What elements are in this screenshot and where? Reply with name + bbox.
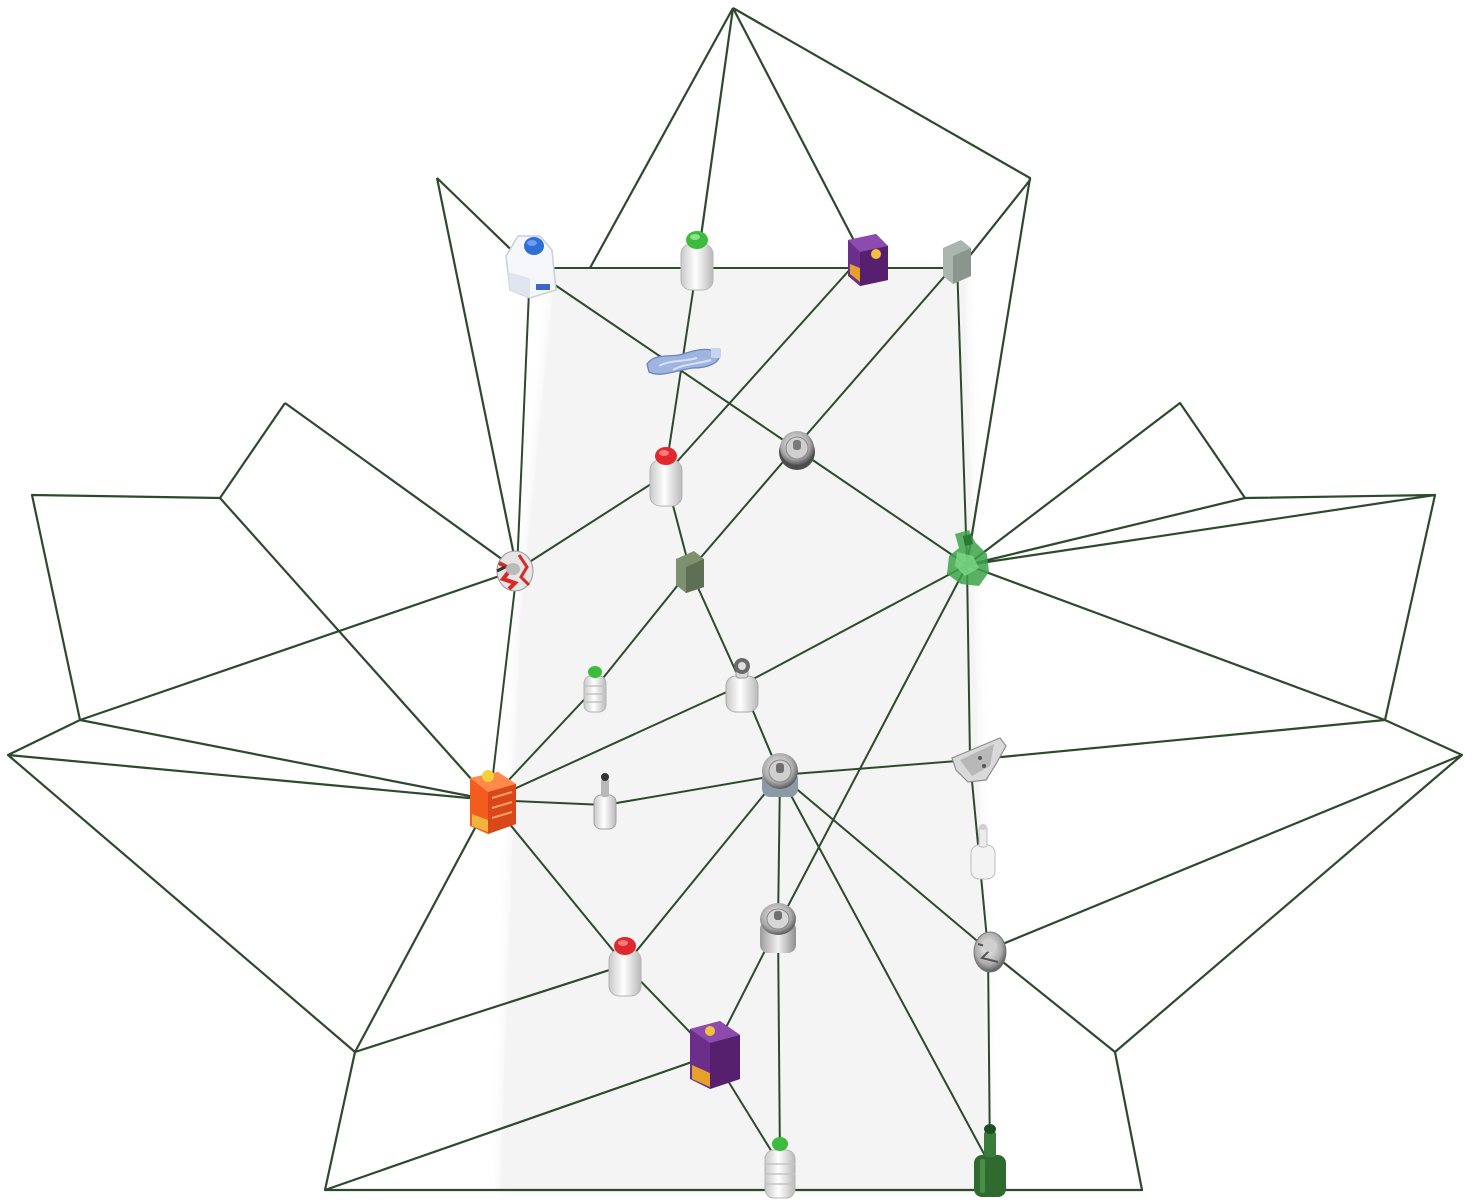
carton-icon: [848, 234, 888, 286]
milk-jug-icon: [506, 236, 556, 298]
can-icon: [760, 903, 796, 953]
carton-icon: [690, 1021, 740, 1089]
frame-outline: [967, 495, 1435, 565]
frame-outline: [988, 755, 1462, 950]
frame-outline: [80, 570, 517, 720]
network-edge: [517, 268, 530, 570]
center-panel: [500, 268, 990, 1190]
carton-icon: [943, 240, 971, 284]
frame-outline: [285, 403, 517, 570]
frame-outline: [437, 178, 517, 570]
bottle-icon: [681, 231, 713, 290]
crushed-can-icon: [974, 932, 1006, 972]
frame-outline: [988, 950, 1115, 1052]
frame-outline: [970, 720, 1385, 760]
frame-outline: [8, 755, 490, 800]
frame-outline: [967, 565, 1385, 720]
can-icon: [779, 431, 815, 470]
frame-outline: [967, 178, 1030, 565]
frame-outline: [967, 498, 1245, 565]
network-edge: [490, 570, 517, 800]
carton-icon: [470, 770, 516, 834]
frame-outline: [733, 8, 1030, 268]
carton-icon: [676, 551, 704, 593]
frame-outline: [590, 8, 733, 268]
frame-outline: [697, 8, 733, 265]
crushed-can-icon: [497, 551, 533, 591]
can-icon: [762, 753, 798, 797]
